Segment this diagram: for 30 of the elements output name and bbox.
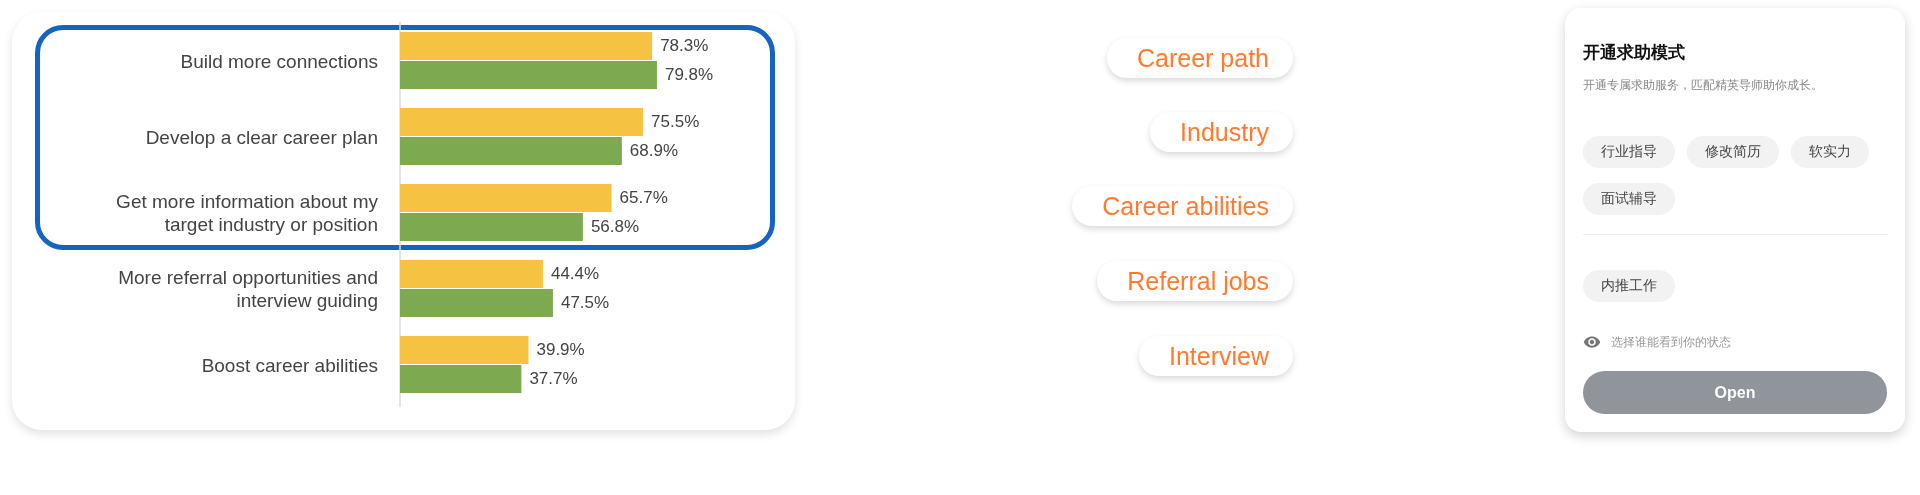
tag-chip: 软实力 xyxy=(1791,136,1869,168)
value-label: 75.5% xyxy=(651,112,700,132)
value-label: 68.9% xyxy=(629,141,679,161)
value-label: 79.8% xyxy=(664,65,714,85)
value-label: 47.5% xyxy=(560,293,610,313)
category-label: Get more information about my target industry or position xyxy=(115,189,378,236)
value-label: 56.8% xyxy=(590,217,640,237)
tag-chip: 修改简历 xyxy=(1687,136,1779,168)
visibility-text: 选择谁能看到你的状态 xyxy=(1611,334,1731,351)
value-label: 78.3% xyxy=(660,36,709,56)
value-label: 44.4% xyxy=(550,264,600,284)
tag-chip: 内推工作 xyxy=(1583,270,1675,302)
topic-pill: Referral jobs xyxy=(1097,261,1293,301)
card-description: 开通专属求助服务，匹配精英导师助你成长。 xyxy=(1583,78,1823,93)
help-mode-card xyxy=(1565,8,1905,432)
tag-chip: 行业指导 xyxy=(1583,136,1675,168)
tag-chip: 面试辅导 xyxy=(1583,183,1675,215)
topic-pill: Career path xyxy=(1106,38,1293,78)
category-label: Boost career abilities xyxy=(200,353,378,376)
topic-pill: Industry xyxy=(1150,112,1293,152)
topic-pill: Interview xyxy=(1138,336,1293,376)
category-label: More referral opportunities and interview guiding xyxy=(117,265,378,312)
open-button: Open xyxy=(1583,371,1887,414)
value-label: 65.7% xyxy=(619,188,668,208)
category-label: Develop a clear career plan xyxy=(144,125,378,148)
value-label: 37.7% xyxy=(529,369,578,389)
category-label: Build more connections xyxy=(179,49,378,72)
card-title: 开通求助模式 xyxy=(1583,42,1685,64)
value-label: 39.9% xyxy=(536,340,585,360)
topic-pill: Career abilities xyxy=(1072,186,1293,226)
